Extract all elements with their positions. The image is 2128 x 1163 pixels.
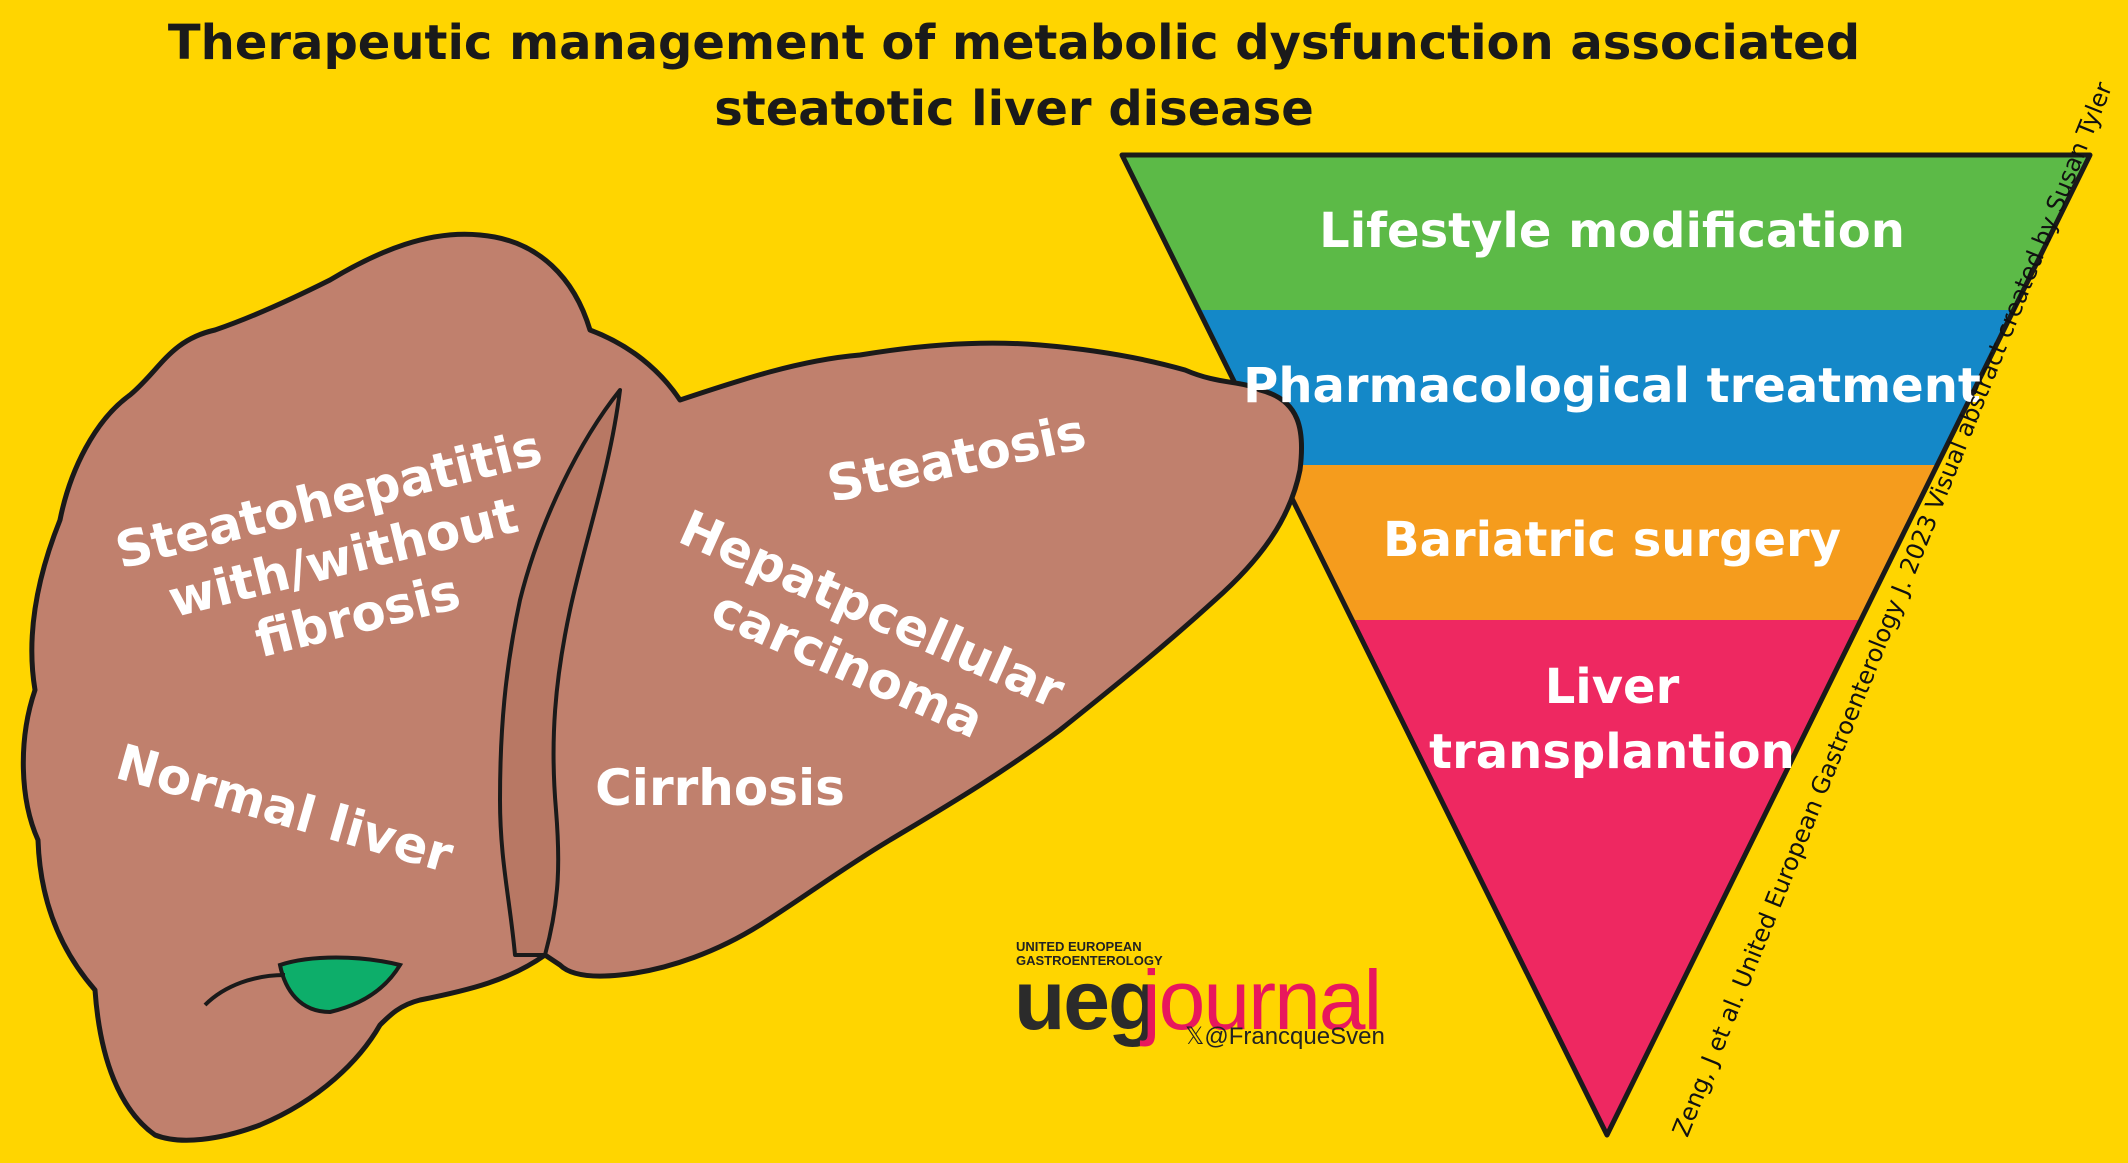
liver-illustration — [20, 231, 1305, 1143]
liver-lobe-fissure — [498, 388, 622, 957]
liver-underside-line — [203, 973, 286, 1007]
label-cirrhosis: Cirrhosis — [595, 759, 845, 817]
brand-word-ueg: ueg — [1014, 953, 1159, 1047]
tier-lifestyle-band — [1122, 155, 2090, 310]
title-line-1: Therapeutic management of metabolic dysf… — [167, 15, 1861, 71]
tier-bariatric-label: Bariatric surgery — [1383, 512, 1841, 568]
pyramid-outline — [1119, 152, 2093, 1138]
gallbladder — [277, 955, 404, 1015]
title-line-2: steatotic liver disease — [714, 81, 1314, 137]
brand-word-journal: journal — [1142, 953, 1382, 1047]
tier-pharmacological-label: Pharmacological treatment — [1243, 358, 1981, 414]
tier-transplant-label-2: transplantion — [1429, 724, 1795, 780]
twitter-handle[interactable]: 𝕏@FrancqueSven — [1185, 1023, 1385, 1050]
brand-line-1: UNITED EUROPEAN — [1016, 939, 1142, 954]
tier-lifestyle-label: Lifestyle modification — [1319, 203, 1905, 259]
brand-line-2: GASTROENTEROLOGY — [1016, 953, 1163, 968]
tier-transplant-label-1: Liver — [1545, 659, 1680, 715]
liver-shape — [20, 231, 1305, 1143]
